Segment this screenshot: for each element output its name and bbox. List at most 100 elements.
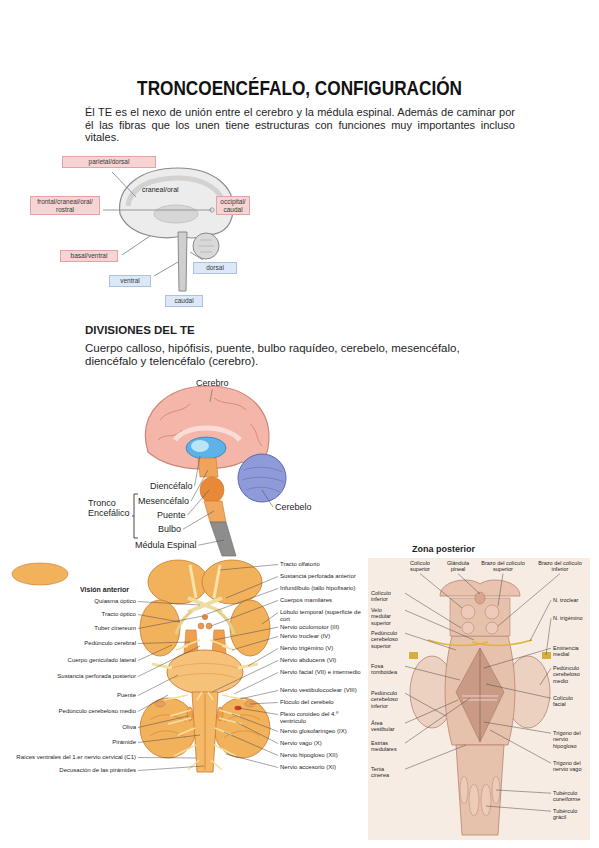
- leader-line: [405, 593, 461, 628]
- brainstem-anterior: [12, 560, 270, 772]
- structure-label: Eminencia medial: [553, 645, 587, 658]
- leader-line: [248, 649, 278, 667]
- structure-label: Decusación de las pirámides: [59, 767, 136, 774]
- structure-label: Nervio vago (X): [280, 740, 322, 747]
- leader-line: [236, 722, 278, 744]
- leader-line: [262, 490, 273, 507]
- structure-label: Tenia cinerea: [371, 766, 403, 779]
- orientation-label: craneal/oral: [142, 186, 179, 194]
- leader-line: [405, 666, 460, 680]
- structure-label: Nervio accesorio (XI): [280, 764, 336, 771]
- leader-line: [191, 470, 208, 501]
- leader-line: [405, 633, 456, 650]
- structure-label: Colículo facial: [553, 695, 587, 708]
- structure-label: Estrías medulares: [371, 740, 403, 753]
- orientation-box: dorsal: [193, 262, 237, 274]
- structure-label: Pedúnculo cerebral: [84, 640, 136, 647]
- structure-label: Tracto olfatorio: [280, 561, 320, 568]
- leader-line: [405, 698, 470, 743]
- leader-line: [214, 627, 278, 640]
- leader-line: [195, 456, 201, 486]
- leader-line: [405, 610, 474, 640]
- structure-label: Plexo coroideo del 4.º ventrículo: [280, 711, 362, 725]
- leader-line: [234, 673, 278, 695]
- structure-label: Nervio troclear (IV): [280, 633, 330, 640]
- structure-label: Trígono del nervio vago: [553, 760, 587, 773]
- leader-line: [486, 684, 551, 698]
- region-label: Cerebro: [196, 378, 229, 388]
- structure-label: Tuber cinereum: [94, 625, 136, 632]
- structure-label: Colículo inferior: [371, 590, 403, 603]
- structure-label: Brazo del colículo superior: [481, 560, 525, 573]
- leader-line: [207, 589, 278, 615]
- leader-line: [540, 668, 551, 685]
- structure-label: Infundíbulo (tallo hipofisario): [280, 585, 355, 592]
- section-heading: DIVISIONES DEL TE: [85, 324, 195, 337]
- structure-label: Trígono del nervio hipogloso: [553, 730, 587, 749]
- leader-line: [458, 574, 480, 594]
- structure-label: Fosa romboidea: [371, 663, 403, 676]
- leader-line: [138, 646, 200, 677]
- structure-label: Nervio vestibulococlear (VIII): [280, 687, 357, 694]
- leader-line: [240, 691, 278, 700]
- structure-label: Puente: [117, 692, 136, 699]
- leader-line: [226, 577, 278, 599]
- orientation-box: ventral: [109, 275, 151, 287]
- leader-line: [138, 615, 180, 623]
- group-label: Tronco Encefálico: [88, 498, 132, 519]
- leader-line: [226, 754, 278, 768]
- leader-line: [530, 600, 551, 641]
- leader-line: [420, 574, 462, 608]
- structure-label: Flóculo del cerebelo: [280, 699, 334, 706]
- structure-label: Área vestibular: [371, 720, 403, 733]
- leader-line: [486, 806, 551, 811]
- leader-line: [138, 716, 188, 728]
- structure-label: Quiasma óptico: [94, 598, 136, 605]
- box-text: occipital/ caudal: [220, 198, 245, 213]
- leader-line: [405, 745, 466, 769]
- orientation-box: basal/ventral: [60, 250, 118, 262]
- structure-label: Sustancia perforada posterior: [57, 673, 136, 680]
- structure-label: Pirámide: [112, 739, 136, 746]
- structure-label: Nervio facial (VII) e intermedio: [280, 669, 361, 676]
- page-title: TRONCOENCÉFALO, CONFIGURACIÓN: [42, 76, 557, 100]
- region-label: Médula Espinal: [135, 540, 197, 550]
- structure-label: Nervio hipogloso (XII): [280, 752, 338, 759]
- structure-label: Nervio glosofaríngeo (IX): [280, 728, 347, 735]
- box-text: basal/ventral: [71, 252, 108, 259]
- box-text: ventral: [120, 277, 140, 284]
- leader-line: [250, 703, 278, 705]
- structure-label: Oliva: [122, 724, 136, 731]
- structure-label: Nervio trigémino (V): [280, 645, 333, 652]
- leader-line: [484, 648, 551, 668]
- structure-label: Cuerpos mamilares: [280, 597, 332, 604]
- box-text: frontal/craneal/oral/ rostral: [37, 198, 93, 213]
- orientation-box: caudal: [165, 295, 203, 307]
- leader-line: [138, 735, 200, 743]
- structure-label: Nervio abducens (VI): [280, 657, 336, 664]
- divisions-brain: [132, 386, 286, 556]
- leader-line: [138, 757, 196, 759]
- brainstem-posterior: [368, 558, 590, 840]
- region-label: Cerebelo: [275, 502, 312, 512]
- structure-label: Pedúnculo cerebeloso superior: [371, 630, 403, 649]
- structure-label: Pedúnculo cerebeloso medio: [59, 708, 136, 715]
- structure-label: N. trigémino: [553, 615, 583, 621]
- leader-line: [138, 766, 204, 771]
- leader-line: [138, 602, 200, 606]
- orientation-box: parietal/dorsal: [62, 156, 156, 168]
- leader-line: [232, 714, 278, 732]
- leader-line: [232, 637, 278, 651]
- box-text: dorsal: [206, 264, 224, 271]
- leader-line: [199, 540, 225, 545]
- box-text: parietal/dorsal: [89, 158, 130, 165]
- leader-line: [498, 574, 503, 606]
- structure-label: Lóbulo temporal (superficie de cort: [280, 609, 362, 623]
- structure-label: Pedúnculo cerebeloso medio: [553, 665, 587, 684]
- leader-line: [212, 661, 278, 693]
- leader-line: [220, 565, 278, 571]
- structure-label: Sustancia perforada anterior: [280, 573, 356, 580]
- structure-label: Velo medular superior: [371, 607, 403, 626]
- structure-label: Raíces ventrales del 1.er nervio cervica…: [16, 754, 136, 761]
